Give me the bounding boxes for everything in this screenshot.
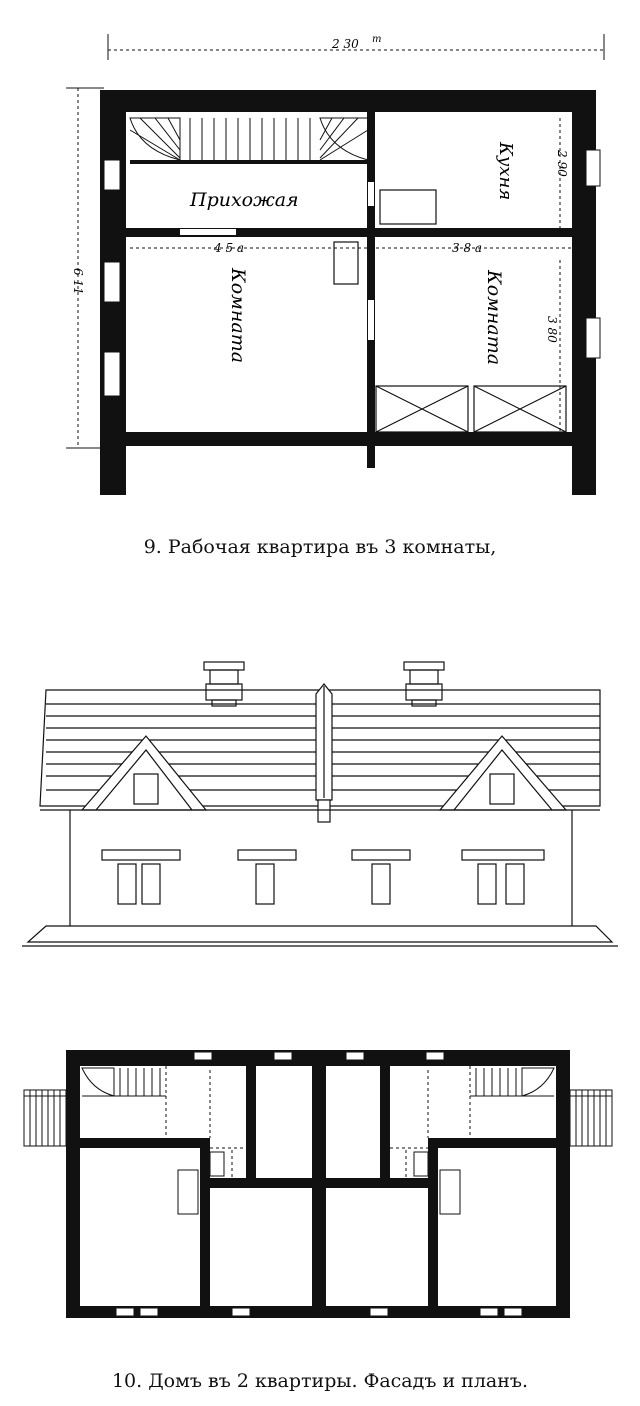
room-label-kitchen: Кухня <box>495 141 516 200</box>
furniture <box>333 189 567 433</box>
gable-left <box>80 735 208 811</box>
gable-right <box>438 735 568 811</box>
dim-left-room-width: 4 5 a <box>213 241 244 255</box>
facade-wall <box>22 809 618 947</box>
plan-porch-left <box>23 1089 67 1147</box>
plan-interior-walls <box>80 1066 556 1306</box>
plan-stove-right <box>439 1169 461 1215</box>
dimension-lines <box>66 34 605 449</box>
figure-10-facade <box>22 661 618 947</box>
plan-stairs-left <box>81 1067 166 1097</box>
staircase <box>129 117 369 161</box>
chimney-right <box>403 661 445 707</box>
figure-9-floor-plan: 2 30 m 6 11 4 5 a 3 8 a 2 90 3 80 Прихож… <box>66 34 605 495</box>
room-label-room-left: Комната <box>227 267 249 363</box>
outer-walls <box>100 90 596 495</box>
plan-stairs-right <box>470 1067 555 1097</box>
dim-overall-width: 2 30 <box>331 37 359 51</box>
figure-10-plan <box>23 1050 613 1318</box>
chimney-left <box>203 661 245 707</box>
plan-dashed-partitions <box>165 1066 471 1178</box>
figure-9-caption: 9. Рабочая квартира въ 3 комнаты, <box>143 536 497 558</box>
dim-overall-depth: 6 11 <box>71 268 85 295</box>
facade-windows <box>101 849 545 905</box>
dim-right-room-width: 3 8 a <box>452 241 482 255</box>
plan-porch-right <box>569 1089 613 1147</box>
dim-right-room-depth: 3 80 <box>545 316 559 343</box>
room-label-hall: Прихожая <box>189 189 299 211</box>
dim-unit: m <box>372 34 381 45</box>
dim-kitchen-depth: 2 90 <box>555 149 569 177</box>
windows <box>103 149 601 397</box>
interior-walls <box>126 112 572 468</box>
plan-windows <box>115 1051 523 1317</box>
room-label-room-right: Комната <box>483 269 505 365</box>
figure-10-caption: 10. Домъ въ 2 квартиры. Фасадъ и планъ. <box>111 1370 529 1392</box>
plan-stove-left <box>177 1169 199 1215</box>
